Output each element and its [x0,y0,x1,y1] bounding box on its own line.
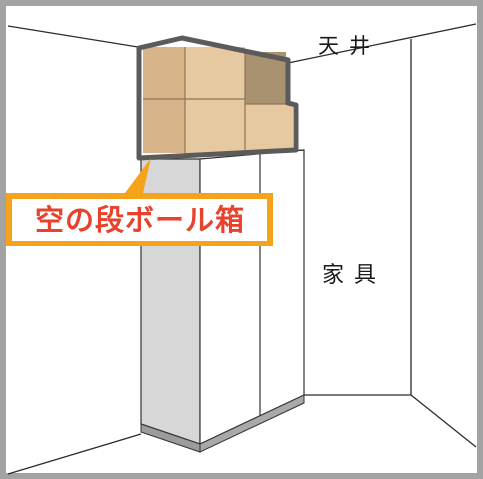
floor-line-right [410,394,477,448]
callout-inner-panel [12,199,267,241]
room-lines [7,23,477,475]
boxes-outline [136,35,299,161]
callout-bubble [6,158,273,246]
furniture-base-front [199,394,305,453]
box-bottom-middle [185,99,245,153]
cardboard-boxes [136,35,299,161]
box-top-middle [185,47,245,99]
furniture-label: 家具 [322,263,387,288]
box-bottom-left [143,99,185,153]
floor-line-left [7,433,142,475]
box-top-left [143,47,185,99]
ceiling-label: 天井 [318,34,380,58]
ceiling-line-left [7,25,139,48]
callout-text: 空の段ボール箱 [34,203,245,237]
box-bottom-right [245,104,293,151]
ceiling-line-right [287,23,477,64]
box-seams [143,47,293,153]
